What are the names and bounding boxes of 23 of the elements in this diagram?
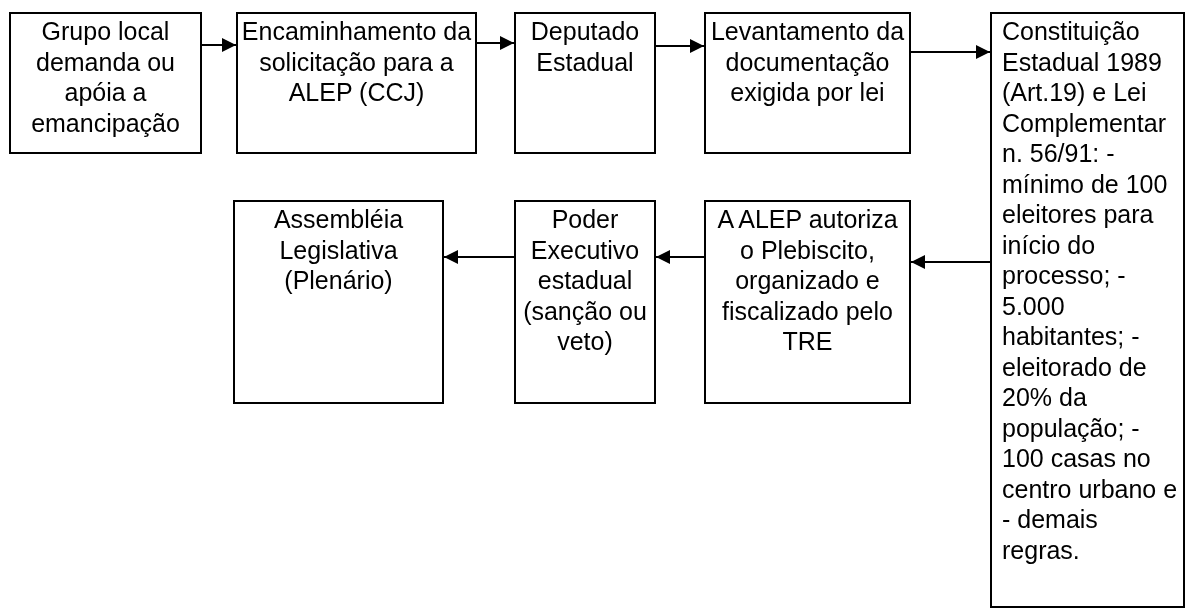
process-box [233,200,444,404]
arrow [910,255,991,269]
box-text: A ALEP autoriza o Plebiscito, organizado e fiscalizado pelo TRE [716,204,899,357]
arrow [655,39,705,53]
box-text: Levantamento da documentação exigida por lei [709,16,906,108]
box-text: Constituição Estadual 1989 (Art.19) e Lei Complementar n. 56/91: - mínimo de 100 eleitores para início do processo; - 5.000 habitantes; - eleitorado de 20% da população; - 100 casas no centro urbano e - demais regras. [1002,16,1179,565]
box-text: Poder Executivo estadual (sanção ou veto) [522,204,648,357]
box-text: Assembléia Legislativa (Plenário) [272,204,405,296]
box-text: Grupo local demanda ou apóia a emancipação [30,16,181,138]
process-box [704,200,911,404]
process-box [514,12,656,154]
arrow [201,38,237,52]
arrow [910,45,991,59]
box-text: Deputado Estadual [529,16,641,77]
arrow [655,250,705,264]
process-box [236,12,477,154]
process-box [514,200,656,404]
process-box [704,12,911,154]
process-box [9,12,202,154]
box-text: Encaminhamento da solicitação para a ALEP (CCJ) [241,16,472,108]
arrow [476,36,515,50]
arrow [443,250,515,264]
process-box [990,12,1185,608]
